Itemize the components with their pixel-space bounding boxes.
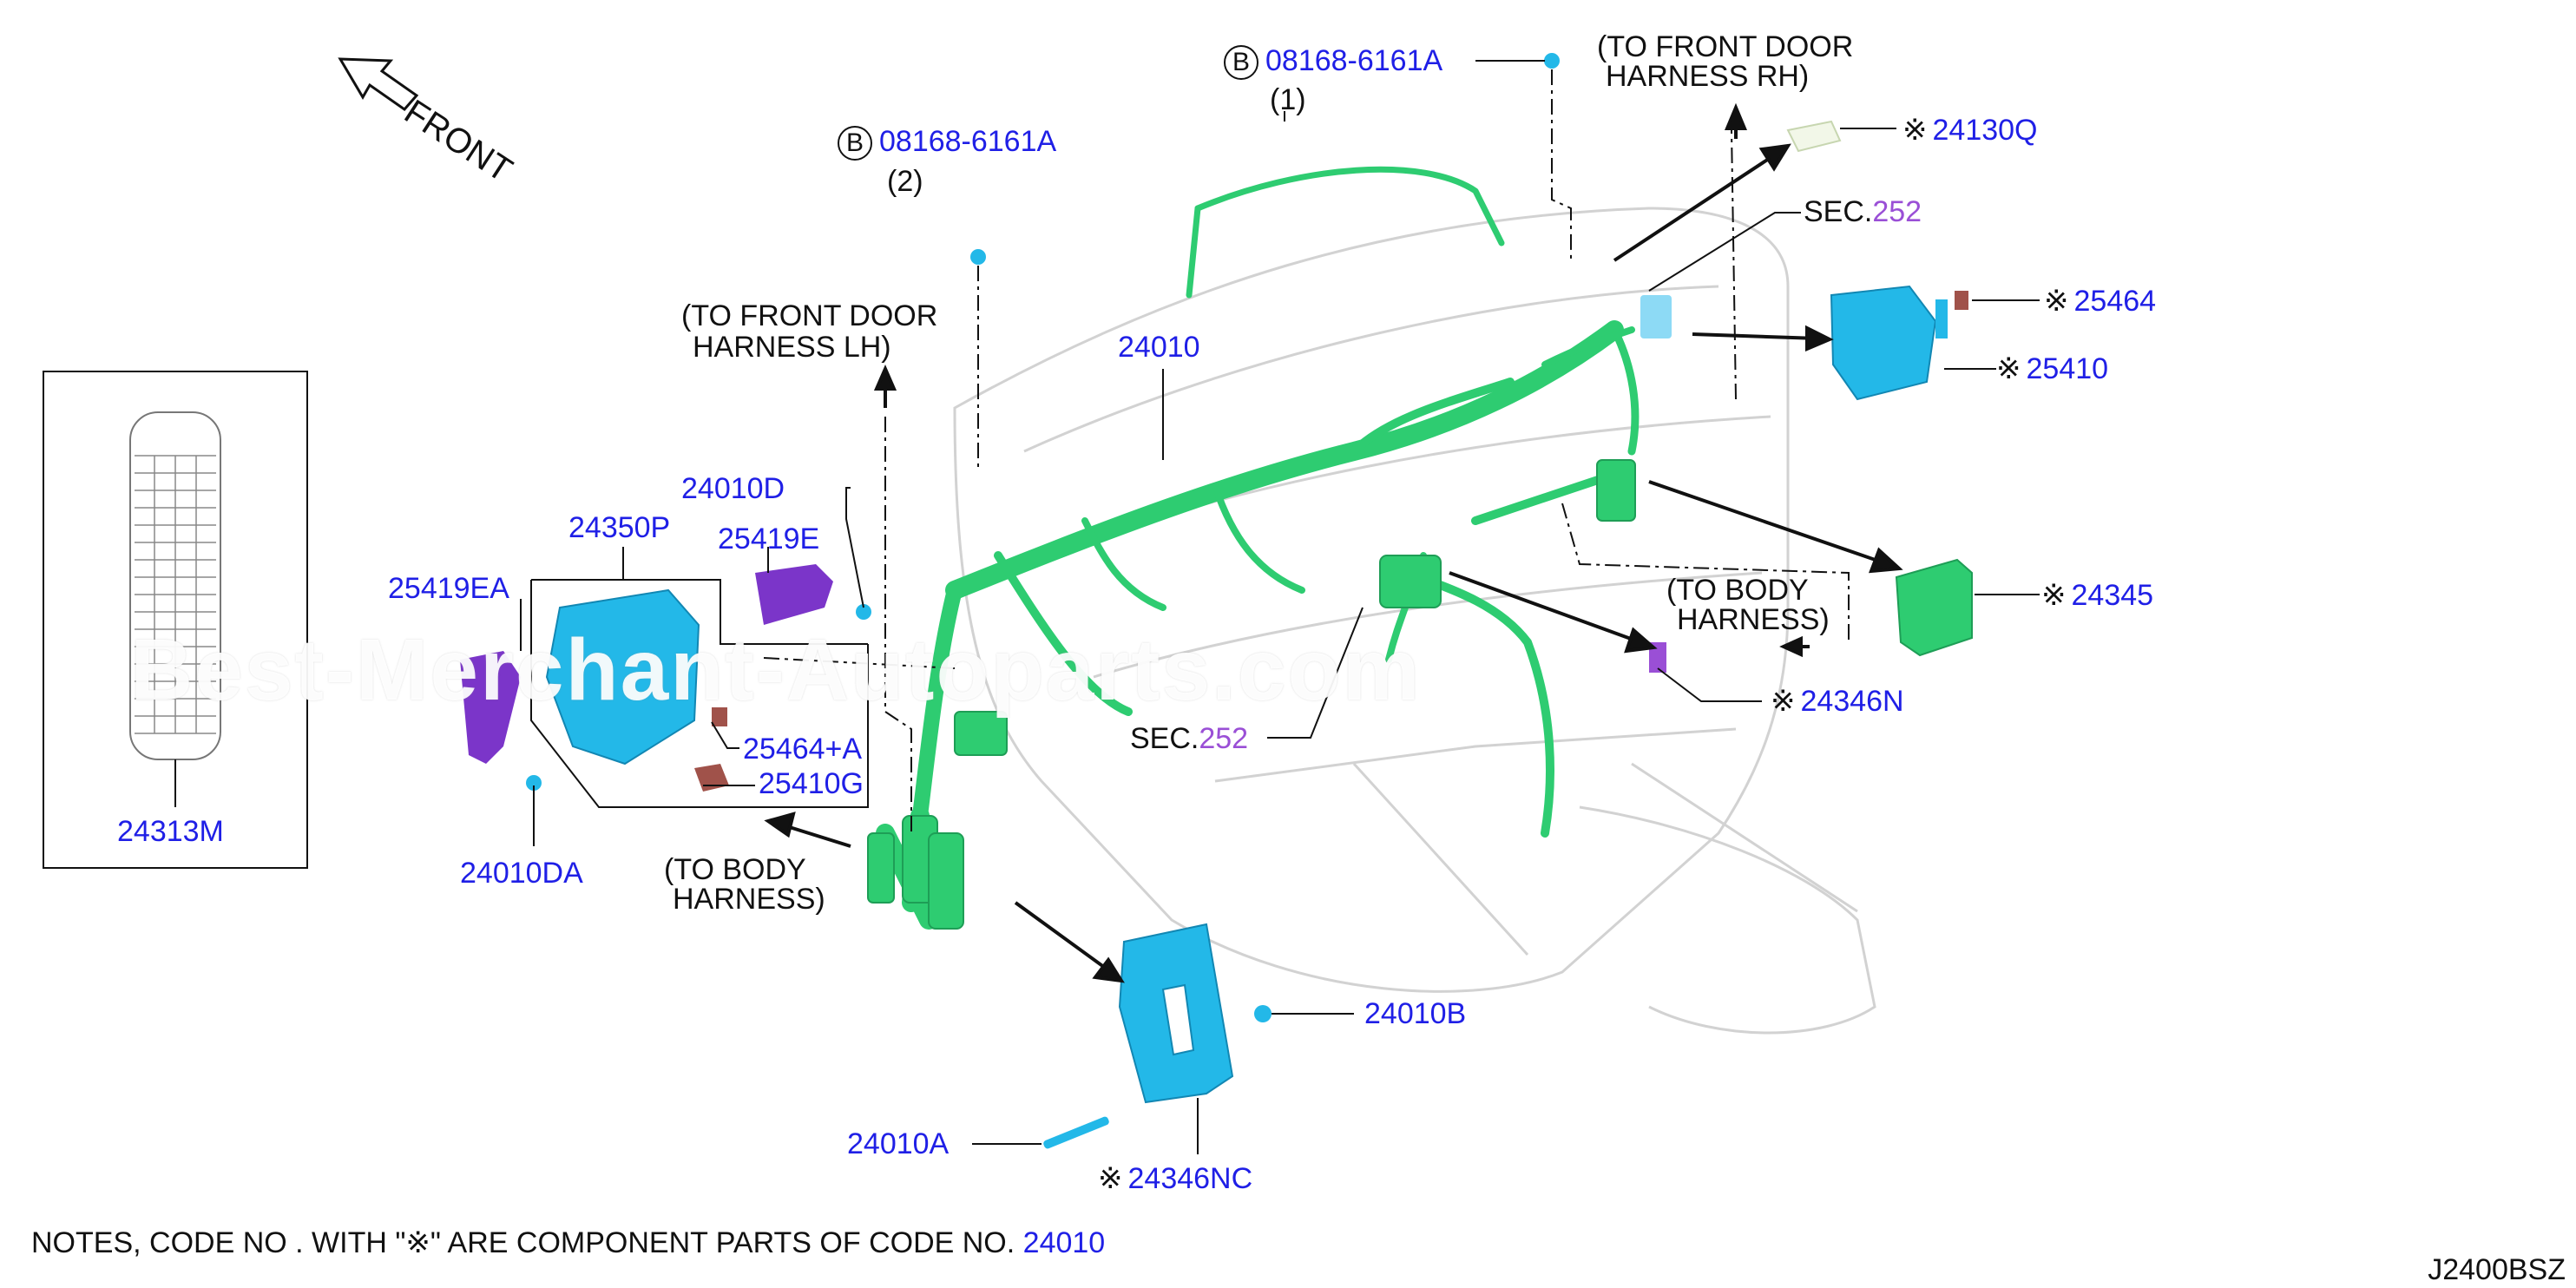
note-front-door-lh-line2: HARNESS LH) — [693, 331, 891, 364]
part-label-24010B[interactable]: 24010B — [1364, 997, 1467, 1030]
part-label-24010D[interactable]: 24010D — [681, 472, 785, 505]
part-24130Q — [1786, 120, 1842, 153]
note-body-harness-left-line2: HARNESS) — [673, 883, 825, 916]
module-24350P — [545, 588, 700, 766]
part-label-24010[interactable]: 24010 — [1118, 331, 1200, 364]
relay-box-24345 — [1895, 558, 1973, 657]
harness-connector-cyan — [1640, 295, 1672, 338]
part-label-25464[interactable]: ※25464 — [2044, 285, 2157, 318]
sec-252-middle: SEC.252 — [1130, 722, 1249, 755]
note-body-harness-right-line2: HARNESS) — [1677, 603, 1830, 636]
part-label-24345[interactable]: ※24345 — [2041, 579, 2154, 612]
part-label-25419E[interactable]: 25419E — [718, 522, 820, 555]
bolt-b-qty-left: (2) — [887, 165, 923, 198]
part-label-25419EA[interactable]: 25419EA — [388, 572, 509, 605]
part-label-24313M[interactable]: 24313M — [117, 815, 224, 848]
footer-note: NOTES, CODE NO . WITH "※" ARE COMPONENT … — [31, 1226, 1106, 1259]
bolt-b-1 — [1544, 53, 1560, 69]
sec-252-top: SEC.252 — [1804, 195, 1922, 228]
part-label-24346NC[interactable]: ※24346NC — [1098, 1162, 1253, 1195]
bracket-25419E — [755, 564, 833, 625]
dash-dot-lines — [763, 69, 1850, 833]
group-box-24350P-lower — [530, 580, 869, 808]
note-body-harness-right-line1: (TO BODY — [1666, 574, 1809, 607]
bolt-24010A — [1043, 1116, 1109, 1149]
bolt-b-circle: B — [1224, 45, 1258, 81]
harness-connectors — [867, 459, 1636, 930]
relay-block-25410 — [1830, 285, 1948, 401]
part-label-24130Q[interactable]: ※24130Q — [1902, 114, 2038, 147]
bolt-b-qty-right: (1) — [1270, 83, 1306, 116]
part-label-24350P[interactable]: 24350P — [568, 511, 671, 544]
arrows — [764, 102, 1903, 983]
bolt-b-2 — [970, 249, 986, 265]
diagram-code: J2400BSZ — [2428, 1253, 2566, 1286]
part-label-25464A[interactable]: 25464+A — [743, 733, 863, 766]
connector-25410G — [694, 764, 729, 792]
bolt-24010B — [1254, 1005, 1272, 1022]
part-label-24010A[interactable]: 24010A — [847, 1127, 950, 1160]
part-label-25410[interactable]: ※25410 — [1996, 352, 2109, 385]
bolt-b-circle-left: B — [838, 126, 872, 161]
module-24346NC — [1118, 923, 1234, 1104]
connector-25464A — [712, 707, 727, 726]
part-label-25410G[interactable]: 25410G — [759, 767, 864, 800]
inset-box-24313M — [43, 371, 308, 869]
bolt-24010DA — [526, 775, 542, 791]
main-harness-24010 — [876, 166, 1640, 930]
bolt-24010D — [856, 604, 871, 620]
note-front-door-rh-line1: (TO FRONT DOOR — [1597, 30, 1854, 63]
part-label-24346N[interactable]: ※24346N — [1771, 685, 1904, 718]
note-body-harness-left-line1: (TO BODY — [664, 853, 806, 886]
part-24346N — [1649, 642, 1666, 673]
front-direction-arrow — [338, 57, 419, 112]
note-front-door-lh-line1: (TO FRONT DOOR — [681, 299, 938, 332]
part-label-24010DA[interactable]: 24010DA — [460, 857, 583, 890]
leader-lines — [520, 60, 2040, 1154]
note-front-door-rh-line2: HARNESS RH) — [1606, 60, 1810, 93]
watermark: Best-Merchant-Autoparts.com — [130, 621, 1422, 719]
bracket-25419EA — [460, 651, 521, 764]
group-box-24350P — [531, 579, 868, 645]
connector-25464 — [1955, 291, 1968, 310]
